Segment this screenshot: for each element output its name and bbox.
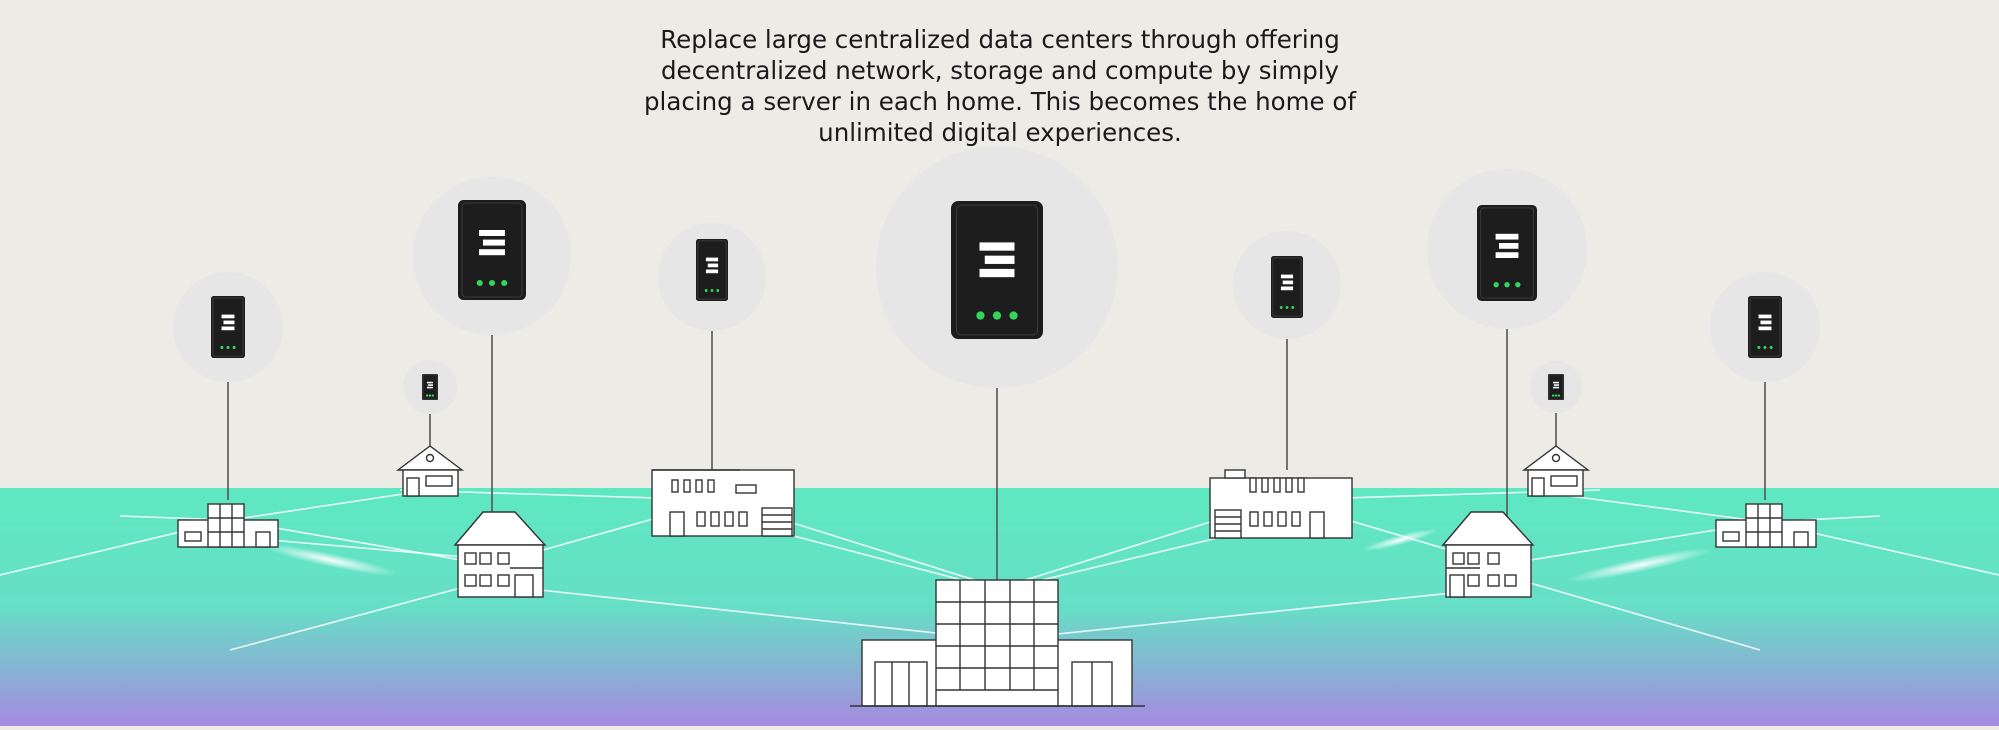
cottage-icon (395, 445, 465, 497)
server-icon (458, 200, 526, 300)
apartment-building-icon (1209, 469, 1353, 539)
server-connectors (227, 329, 1766, 600)
server-icon (951, 201, 1043, 339)
server-icon (1271, 256, 1303, 318)
caption-line-4: unlimited digital experiences. (818, 118, 1182, 147)
server-icon (422, 374, 438, 400)
large-office-building-icon (850, 579, 1145, 707)
data-flow-glows (261, 528, 1714, 583)
caption-line-1: Replace large centralized data centers t… (660, 25, 1340, 54)
cottage-icon (1521, 445, 1591, 497)
townhouse-icon (1441, 511, 1535, 598)
office-building-icon (1715, 503, 1817, 548)
description-caption: Replace large centralized data centers t… (560, 24, 1440, 148)
server-icon (696, 239, 728, 301)
office-building-icon (177, 503, 279, 548)
server-icon (211, 296, 245, 358)
server-icon (1477, 205, 1537, 301)
server-icon (1548, 374, 1564, 400)
buildings (177, 445, 1817, 707)
caption-line-3: placing a server in each home. This beco… (644, 87, 1356, 116)
server-icon (1748, 296, 1782, 358)
apartment-building-icon (651, 469, 795, 537)
caption-line-2: decentralized network, storage and compu… (660, 56, 1340, 85)
servers (211, 200, 1782, 400)
townhouse-icon (453, 511, 547, 598)
